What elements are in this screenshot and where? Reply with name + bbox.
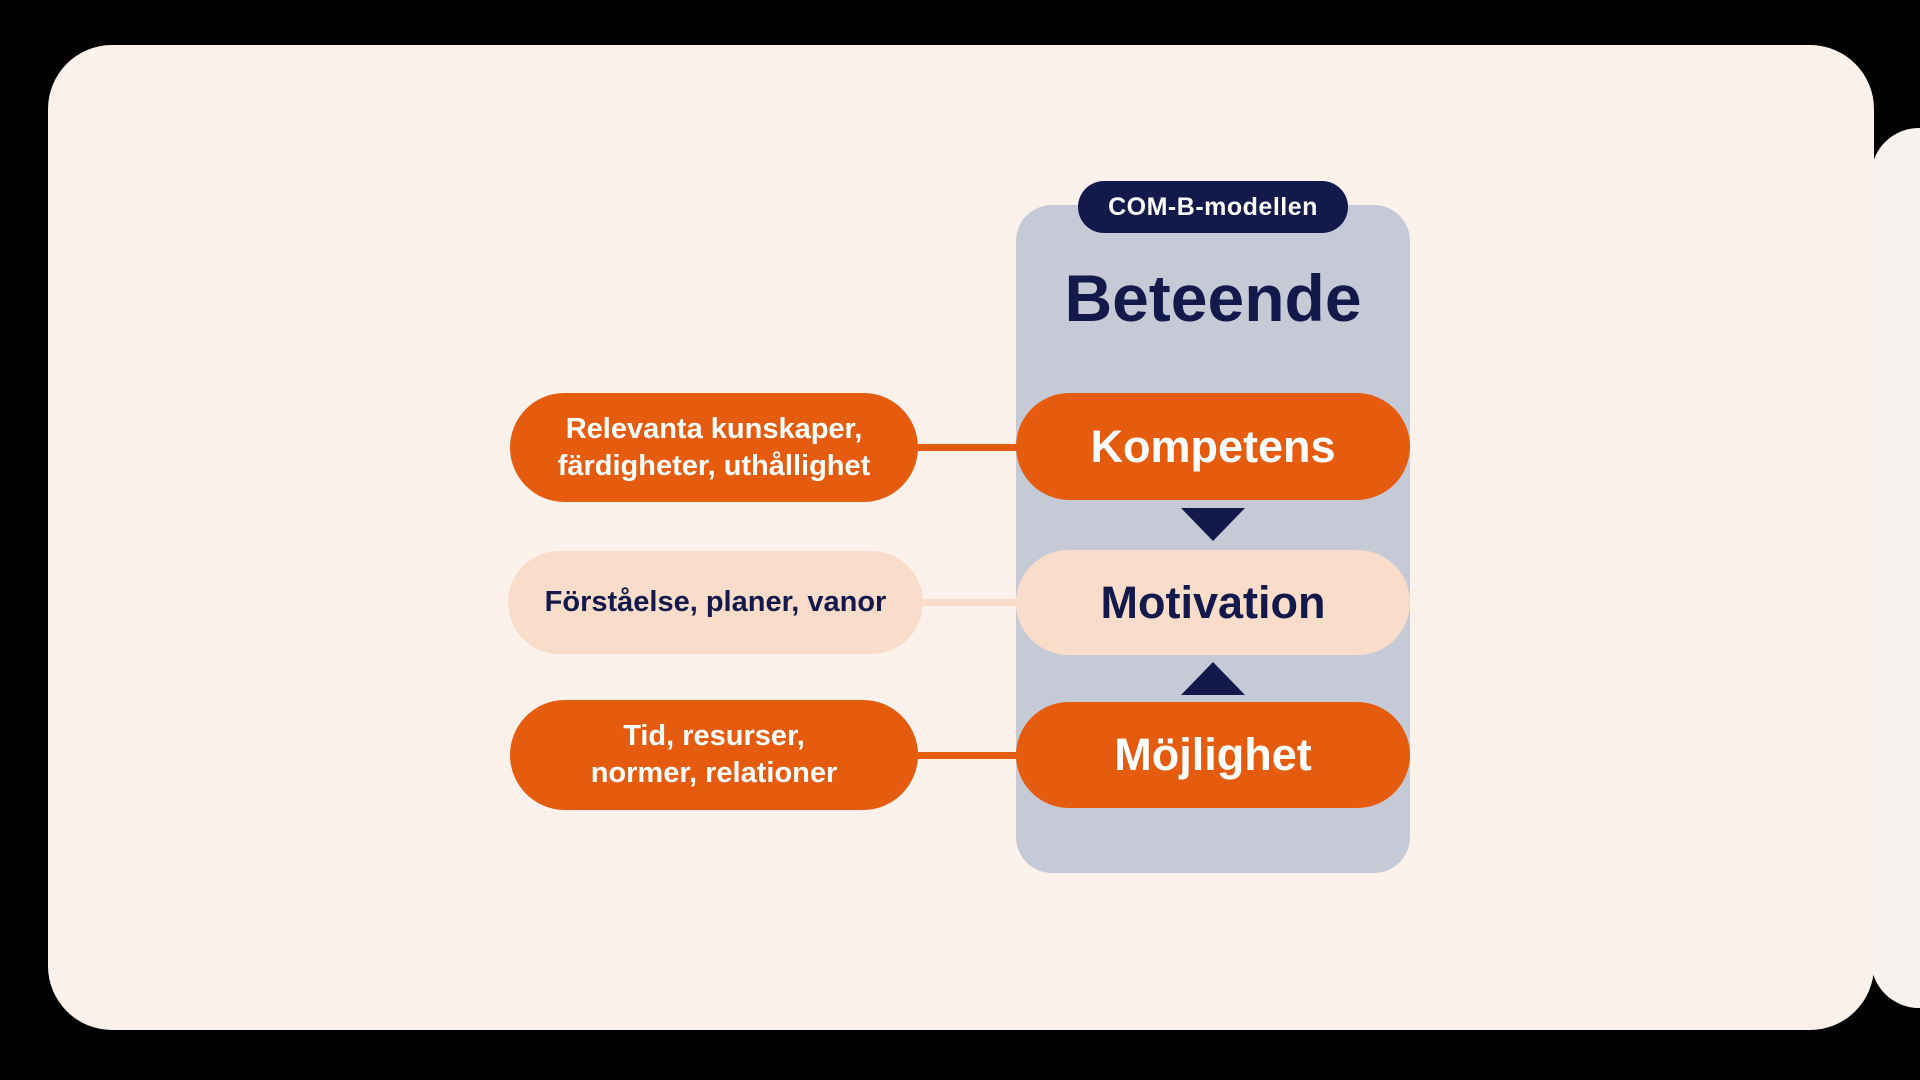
model-badge: COM-B-modellen <box>1078 181 1348 233</box>
factor-line: Tid, resurser, <box>623 720 805 752</box>
connector-line-kompetens <box>900 444 1030 451</box>
arrow-down-icon <box>1181 508 1245 541</box>
pill-motivation-label: Motivation <box>1100 576 1326 628</box>
factor-pill-motivation: Förståelse, planer, vanor <box>508 551 923 654</box>
pill-mojlighet: Möjlighet <box>1016 702 1410 808</box>
factor-pill-mojlighet: Tid, resurser, normer, relationer <box>510 700 918 810</box>
pill-motivation: Motivation <box>1016 550 1410 655</box>
factor-line: färdigheter, uthållighet <box>557 449 871 482</box>
connector-line-motivation <box>900 599 1030 606</box>
model-badge-wrap: COM-B-modellen <box>1016 181 1410 233</box>
pill-mojlighet-label: Möjlighet <box>1114 729 1312 780</box>
arrow-up-icon <box>1181 662 1245 695</box>
slide-card <box>48 45 1874 1030</box>
panel-title: Beteende <box>1064 261 1362 335</box>
next-slide-peek <box>1871 128 1920 1008</box>
pill-kompetens: Kompetens <box>1016 393 1410 500</box>
factor-pill-kompetens: Relevanta kunskaper, färdigheter, uthåll… <box>510 393 918 502</box>
factor-line: Relevanta kunskaper, <box>565 412 863 445</box>
connector-line-mojlighet <box>900 752 1030 759</box>
factor-line: normer, relationer <box>590 757 838 789</box>
pill-kompetens-label: Kompetens <box>1090 420 1336 472</box>
factor-line: Förståelse, planer, vanor <box>544 586 887 618</box>
